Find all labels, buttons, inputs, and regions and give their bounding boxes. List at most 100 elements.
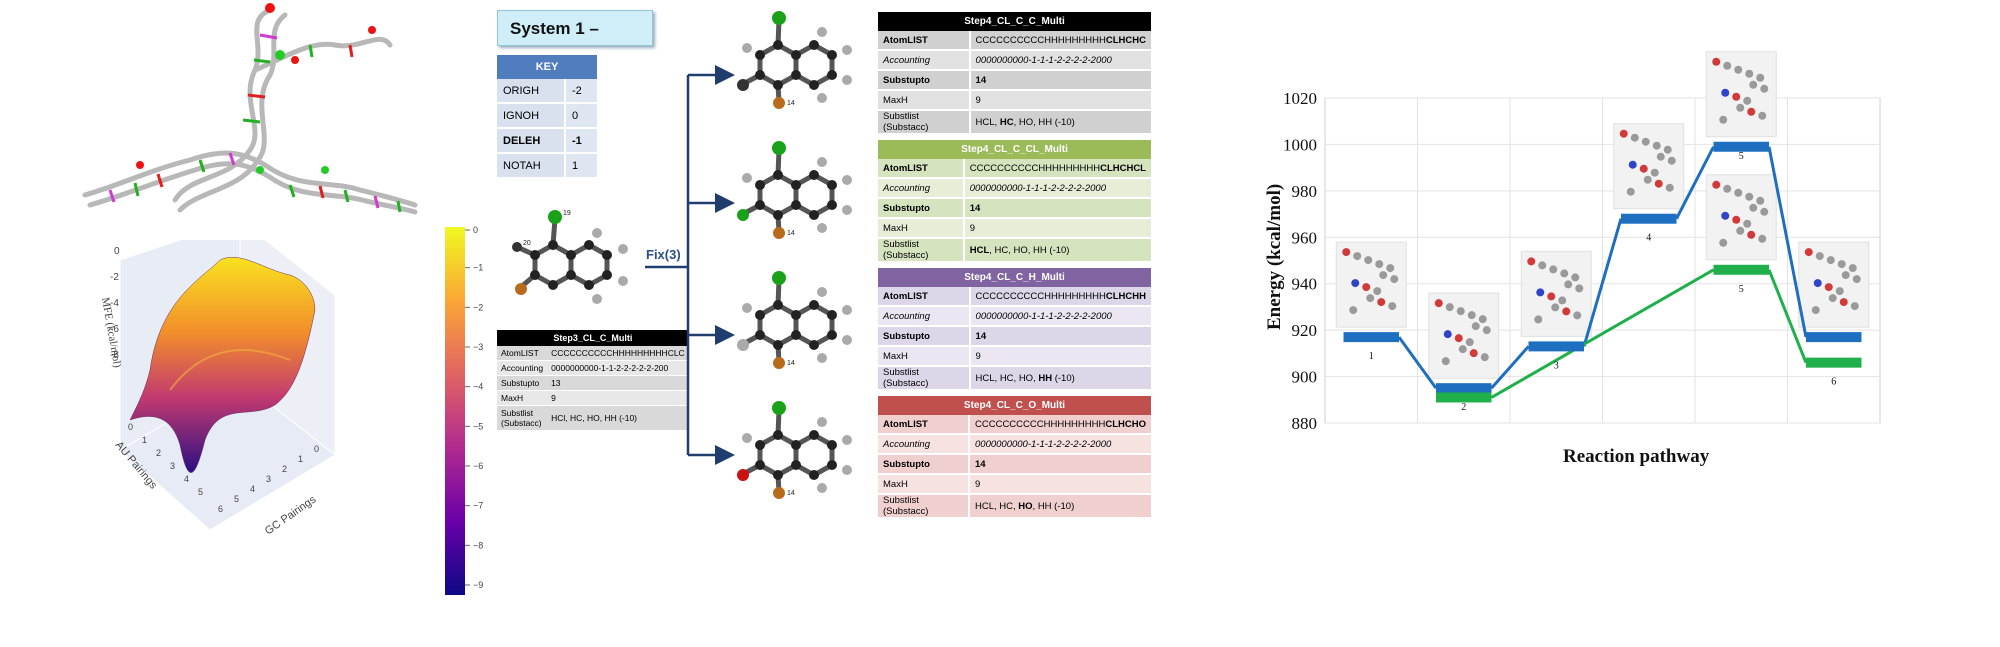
step4-value: 9 — [969, 474, 1151, 495]
step4-key: MaxH — [878, 474, 970, 495]
chart-energy-level — [1713, 264, 1769, 275]
key-name: NOTAH — [497, 153, 565, 179]
step4-value-highlight: CLHCHO — [1105, 418, 1146, 430]
chart-level-label: 5 — [1739, 284, 1744, 295]
colorbar-tick-label: −5 — [473, 421, 483, 431]
step4-value: 9 — [963, 218, 1151, 239]
step4-key: Accounting — [878, 50, 971, 71]
step4-value-text: HCL, HC, — [975, 500, 1019, 512]
step4-title: Step4_CL_C_C_Multi — [878, 12, 1151, 31]
step4-value: 9 — [969, 90, 1151, 111]
step4-value: HCL, HC, HO, HH (-10) — [969, 494, 1151, 519]
system-title-box: System 1 – Multi... — [497, 10, 653, 74]
chart-level-label: 6 — [1831, 377, 1836, 388]
step3-key: Accounting — [497, 360, 548, 376]
key-name: ORIGH — [497, 79, 565, 104]
step4-value-text: 14 — [975, 458, 986, 470]
step4-row: Substlist (Substacc)HCL, HC, HO, HH (-10… — [878, 110, 1151, 135]
chart-level-label: 1 — [1369, 351, 1374, 362]
step4-value-highlight: HCL — [969, 244, 990, 256]
step3-value: 13 — [547, 375, 689, 391]
step4-value: CCCCCCCCCCHHHHHHHHHCLHCHCL — [963, 159, 1151, 179]
product-molecule: 14 — [737, 141, 852, 239]
step4-value: HCL, HC, HO, HH (-10) — [963, 238, 1151, 263]
atom-label-20: 20 — [523, 240, 531, 247]
step4-value: HCL, HC, HO, HH (-10) — [969, 366, 1151, 391]
step4-title: Step4_CL_C_CL_Multi — [878, 140, 1151, 159]
colorbar-ticks: 0−1−2−3−4−5−6−7−8−9 — [465, 225, 483, 590]
colorbar: 0−1−2−3−4−5−6−7−8−9 — [445, 225, 483, 595]
step4-value: 0000000000-1-1-1-2-2-2-2-2000 — [969, 50, 1151, 71]
colorbar-tick-label: −7 — [473, 501, 483, 511]
step4-key: Accounting — [878, 434, 970, 455]
step4-title: Step4_CL_C_O_Multi — [878, 396, 1151, 415]
parent-molecule: 19 20 — [512, 210, 628, 304]
step4-value-text: , HH (-10) — [1032, 500, 1075, 512]
step3-value: 0000000000-1-1-2-2-2-2-2-200 — [547, 360, 689, 376]
step4-value: 0000000000-1-1-1-2-2-2-2-2000 — [963, 178, 1151, 199]
chart-y-tick: 940 — [1292, 275, 1318, 294]
chart-level-label: 5 — [1739, 151, 1744, 162]
chart-energy-level — [1528, 341, 1584, 352]
chart-energy-level — [1806, 357, 1862, 368]
step4-value-highlight: CLHCHC — [1105, 34, 1146, 46]
step4-row: Substlist (Substacc)HCL, HC, HO, HH (-10… — [878, 238, 1151, 263]
chart-energy-levels — [1343, 141, 1862, 403]
step4-key: Substlist (Substacc) — [878, 494, 970, 519]
step4-value: 14 — [969, 326, 1151, 347]
step3-row: Substlist (Substacc)HCl, HC, HO, HH (-10… — [497, 405, 689, 431]
au-tick: 2 — [156, 448, 161, 458]
step3-key: AtomLIST — [497, 346, 548, 361]
chart-energy-level — [1713, 141, 1769, 152]
colorbar-tick-label: −4 — [473, 382, 483, 392]
step4-value-text: HCL, HC, HO, — [975, 372, 1039, 384]
step4-key: MaxH — [878, 218, 965, 239]
chart-energy-level — [1621, 213, 1677, 224]
step4-value: CCCCCCCCCCHHHHHHHHHCLHCHH — [969, 287, 1151, 307]
chart-y-tick: 900 — [1292, 368, 1318, 387]
step4-value-text: 0000000000-1-1-1-2-2-2-2-2000 — [969, 182, 1106, 194]
key-value: -2 — [564, 79, 597, 104]
step4-value: 14 — [969, 454, 1151, 475]
step4-key: AtomLIST — [878, 159, 965, 179]
z-tick: -2 — [110, 272, 119, 283]
gc-tick: 3 — [266, 474, 271, 484]
product-molecule: 14 — [737, 271, 852, 369]
key-value: 0 — [564, 103, 597, 129]
chart-x-axis-label: Reaction pathway — [1563, 446, 1710, 467]
step4-value-text: 9 — [975, 350, 981, 362]
colorbar-tick-label: 0 — [473, 225, 478, 235]
step4-value: HCL, HC, HO, HH (-10) — [969, 110, 1151, 135]
step4-value: CCCCCCCCCCHHHHHHHHHCLHCHC — [969, 31, 1151, 51]
step4-value: 0000000000-1-1-1-2-2-2-2-2000 — [969, 434, 1151, 455]
step4-key: Substlist (Substacc) — [878, 110, 971, 135]
key-name: IGNOH — [497, 103, 565, 129]
step3-title: Step3_CL_C_Multi — [497, 330, 689, 346]
structure-image — [1705, 174, 1777, 261]
au-tick: 1 — [142, 435, 147, 445]
step4-value-text: 0000000000-1-1-1-2-2-2-2-2000 — [975, 54, 1112, 66]
z-tick: -6 — [110, 324, 119, 335]
z-tick: -4 — [110, 298, 119, 309]
structure-image — [1428, 292, 1500, 379]
colorbar-tick-label: −9 — [473, 580, 483, 590]
step4-row: Substlist (Substacc)HCL, HC, HO, HH (-10… — [878, 366, 1151, 391]
step4-value-text: CCCCCCCCCCHHHHHHHHH — [975, 34, 1106, 46]
step4-key: Substupto — [878, 198, 965, 219]
step4-value: 14 — [963, 198, 1151, 219]
chart-level-label: 3 — [1554, 360, 1559, 371]
colorbar-tick-label: −6 — [473, 461, 483, 471]
step4-key: Accounting — [878, 178, 965, 199]
